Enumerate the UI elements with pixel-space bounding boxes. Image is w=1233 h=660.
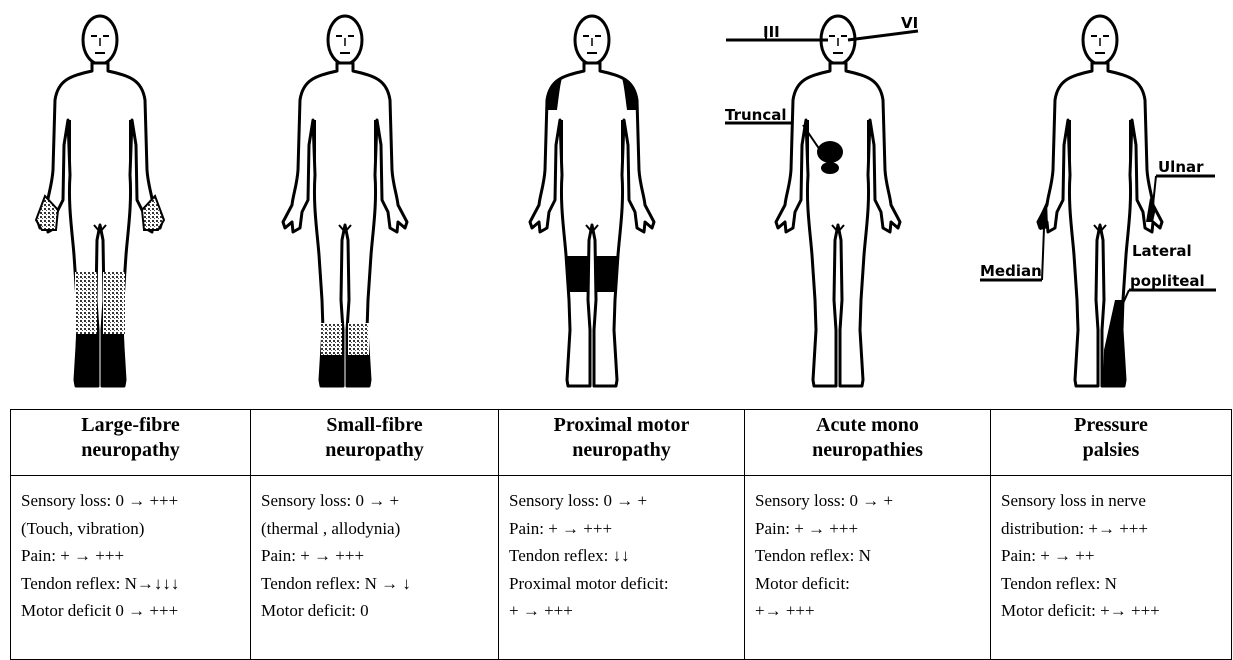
ulnar-label: Ulnar [1158,158,1204,176]
thigh-shading-left [567,256,589,292]
figure-small-fibre [283,16,407,386]
figure-acute-mono: III VI Truncal [725,14,918,386]
popliteal-label: popliteal [1130,272,1205,290]
foot-shading-right [102,334,125,386]
figure-large-fibre [36,16,164,386]
ankle-shading-left [321,323,342,355]
median-label: Median [980,262,1042,280]
cell-large-fibre: Sensory loss: 0 → +++(Touch, vibration)P… [11,476,251,660]
leg-shading-left [75,272,97,334]
foot-shading-right [347,355,370,386]
cell-proximal-motor: Sensory loss: 0 → +Pain: + → +++Tendon r… [499,476,745,660]
thigh-shading-right [595,256,617,292]
foot-shading-left [320,355,343,386]
cell-acute-mono: Sensory loss: 0 → +Pain: + → +++Tendon r… [745,476,991,660]
neuropathy-body-figures: III VI Truncal Ulnar Median Lateral popl… [0,0,1233,400]
foot-shading-left [75,334,98,386]
cranial-nerve-vi-label: VI [901,14,918,32]
truncal-label: Truncal [725,106,787,124]
cell-small-fibre: Sensory loss: 0 → +(thermal , allodynia)… [251,476,499,660]
lateral-label: Lateral [1132,242,1192,260]
cranial-nerve-iii-label: III [763,23,780,41]
table-row: Sensory loss: 0 → +++(Touch, vibration)P… [11,476,1232,660]
truncal-shading [817,141,843,163]
ankle-shading-right [348,323,369,355]
median-shading [1038,200,1048,230]
figure-proximal-motor [530,16,654,386]
figure-pressure-palsies: Ulnar Median Lateral popliteal [980,16,1216,386]
leg-shading-right [103,272,125,334]
